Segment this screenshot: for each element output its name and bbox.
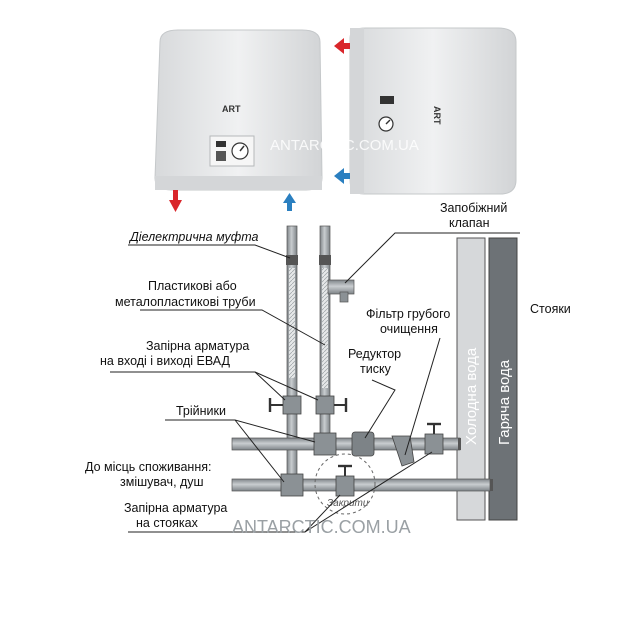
label-safety-valve-1: Запобіжний — [440, 201, 507, 215]
label-consumption-2: змішувач, душ — [120, 475, 204, 489]
cold-inlet-arrow-icon — [283, 193, 296, 211]
label-tees: Трійники — [176, 404, 226, 418]
heater-side-logo: ART — [432, 106, 442, 125]
label-safety-valve-2: клапан — [449, 216, 490, 230]
label-consumption-1: До місць споживання: — [85, 460, 211, 474]
label-coarse-filter-2: очищення — [380, 322, 438, 336]
pressure-reducer — [351, 431, 375, 457]
hot-supply-pipe — [231, 478, 491, 492]
dielectric-coupling-right — [319, 255, 331, 265]
watermark-top: ANTARCTIC.COM.UA — [270, 137, 419, 154]
label-shutoff-risers-1: Запірна арматура — [124, 501, 227, 515]
heater-pipes — [286, 225, 355, 483]
heater-logo: ART — [222, 104, 241, 114]
cold-water-label: Холодна вода — [463, 347, 480, 445]
label-shutoff-inlet-1: Запірна арматура — [146, 339, 249, 353]
leader-lines — [110, 232, 520, 533]
label-risers: Стояки — [530, 302, 571, 316]
shutoff-valve-outlet — [282, 395, 302, 415]
label-shutoff-inlet-2: на вході і виході ЕВАД — [100, 354, 231, 368]
label-pressure-reducer-1: Редуктор — [348, 347, 401, 361]
close-label: Закрити — [327, 498, 369, 509]
closed-valve — [335, 475, 355, 497]
water-heater-front: ART — [154, 29, 323, 212]
riser-hot: Гаряча вода — [488, 237, 518, 521]
coarse-filter — [391, 435, 415, 467]
watermark-bottom: ANTARCTIC.COM.UA — [232, 517, 411, 537]
hot-outlet-arrow-icon — [169, 190, 182, 212]
label-dielectric-coupling: Діелектрична муфта — [128, 230, 259, 244]
hot-outlet-side-arrow-icon — [334, 38, 350, 54]
dielectric-coupling-left — [286, 255, 298, 265]
water-heater-side: ART — [334, 27, 517, 195]
label-plastic-pipes-2: металопластикові труби — [115, 295, 256, 309]
cold-inlet-side-arrow-icon — [334, 168, 350, 184]
label-coarse-filter-1: Фільтр грубого — [366, 307, 450, 321]
tee-hot — [280, 473, 304, 497]
tee-cold — [313, 432, 337, 456]
closed-highlight-circle — [314, 453, 376, 515]
riser-cold: Холодна вода — [456, 237, 486, 521]
label-plastic-pipes-1: Пластикові або — [148, 279, 237, 293]
riser-shutoff-cold — [424, 433, 444, 455]
label-pressure-reducer-2: тиску — [360, 362, 392, 376]
label-shutoff-risers-2: на стояках — [136, 516, 199, 530]
shutoff-valve-inlet — [315, 395, 335, 415]
hot-water-label: Гаряча вода — [496, 359, 513, 445]
